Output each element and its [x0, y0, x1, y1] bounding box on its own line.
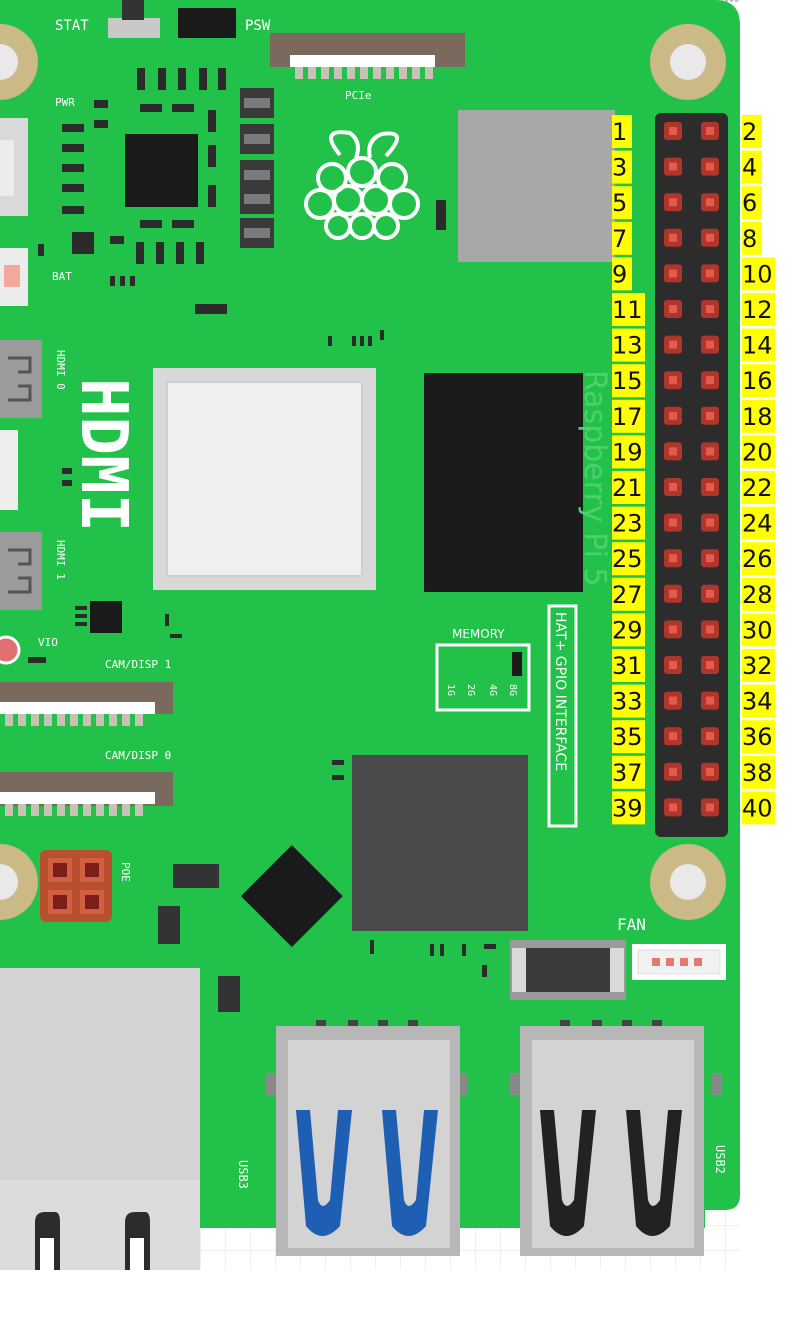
gpio-label-1: 1: [612, 118, 627, 146]
pcie-label: PCIe: [345, 89, 372, 102]
gpio-label-30: 30: [742, 616, 773, 644]
gpio-label-23: 23: [612, 510, 643, 538]
hdmi-0-label: HDMI 0: [54, 350, 67, 390]
gpio-label-2: 2: [742, 118, 757, 146]
usb2-label: USB2: [713, 1145, 727, 1174]
gpio-label-26: 26: [742, 545, 773, 573]
gpio-label-20: 20: [742, 438, 773, 466]
mem-option-8g: 8G: [507, 684, 518, 696]
raspberry-logo: [304, 130, 420, 240]
gpio-label-13: 13: [612, 332, 643, 360]
brand-silkscreen: Raspberry Pi 5: [577, 370, 612, 587]
gpio-label-5: 5: [612, 189, 627, 217]
gpio-label-10: 10: [742, 260, 773, 288]
gpio-label-8: 8: [742, 225, 757, 253]
gpio-label-21: 21: [612, 474, 643, 502]
hat-gpio-box: [547, 604, 578, 828]
stat-label: STAT: [55, 18, 89, 34]
gpio-label-34: 34: [742, 688, 773, 716]
gpio-label-28: 28: [742, 581, 773, 609]
gpio-label-25: 25: [612, 545, 643, 573]
gpio-label-6: 6: [742, 189, 757, 217]
memory-selector-box: [435, 643, 531, 712]
gpio-label-40: 40: [742, 794, 773, 822]
usb3-port: [266, 1020, 468, 1256]
gpio-label-12: 12: [742, 296, 773, 324]
hdmi-1-port: [0, 532, 42, 610]
gpio-label-33: 33: [612, 688, 643, 716]
fan-label: FAN: [617, 915, 646, 934]
gpio-label-27: 27: [612, 581, 643, 609]
mem-option-4g: 4G: [487, 684, 498, 696]
usb2-port: [510, 1020, 722, 1256]
inductor-array: [240, 88, 274, 248]
vio-label: VIO: [38, 636, 58, 649]
gpio-label-11: 11: [612, 296, 643, 324]
hdmi-silkscreen-title: HDMI: [66, 378, 140, 532]
gpio-label-32: 32: [742, 652, 773, 680]
ethernet-controller-chip: [240, 845, 343, 947]
cam1-label: CAM/DISP 1: [105, 658, 171, 671]
gpio-label-16: 16: [742, 367, 773, 395]
pmic-chip: [125, 134, 198, 207]
gpio-label-31: 31: [612, 652, 643, 680]
gpio-label-29: 29: [612, 616, 643, 644]
gpio-label-3: 3: [612, 154, 627, 182]
gpio-label-39: 39: [612, 794, 643, 822]
gpio-label-38: 38: [742, 759, 773, 787]
poe-header: [40, 850, 112, 922]
mem-option-2g: 2G: [465, 684, 476, 696]
ethernet-port: [0, 968, 200, 1270]
gpio-label-24: 24: [742, 510, 773, 538]
gpio-label-7: 7: [612, 225, 627, 253]
gpio-label-9: 9: [612, 260, 627, 288]
rp1-io-chip: [352, 755, 528, 931]
gpio-label-36: 36: [742, 723, 773, 751]
mounting-hole-bottom-left: [0, 844, 38, 920]
gpio-label-15: 15: [612, 367, 643, 395]
poe-label: POE: [119, 862, 132, 882]
gpio-pins: [664, 122, 719, 817]
usb3-label: USB3: [236, 1160, 250, 1189]
gpio-label-18: 18: [742, 403, 773, 431]
top-switch: [122, 0, 144, 20]
usb-controller-chip: [90, 601, 122, 633]
wireless-module-shield: [458, 110, 615, 262]
vio-led: [0, 635, 21, 665]
mounting-hole-top-right: [650, 24, 726, 100]
mounting-hole-top-left: [0, 24, 38, 100]
cam0-label: CAM/DISP 0: [105, 749, 171, 762]
mounting-hole-bottom-right: [650, 844, 726, 920]
mem-option-1g: 1G: [445, 684, 456, 696]
gpio-label-37: 37: [612, 759, 643, 787]
gpio-label-35: 35: [612, 723, 643, 751]
bat-label: BAT: [52, 270, 72, 283]
hdmi-1-label: HDMI 1: [54, 540, 67, 580]
power-inductor: [510, 940, 626, 1000]
hdmi-0-port: [0, 340, 42, 418]
gpio-label-4: 4: [742, 154, 757, 182]
memory-label: MEMORY: [452, 627, 505, 641]
audio-jack: [0, 430, 18, 510]
gpio-label-22: 22: [742, 474, 773, 502]
psw-label: PSW: [245, 18, 271, 34]
ram-chip: [424, 373, 583, 592]
gpio-label-14: 14: [742, 332, 773, 360]
gpio-label-17: 17: [612, 403, 643, 431]
stat-led: [108, 18, 160, 38]
ethernet-phy-chip: [173, 864, 219, 888]
hat-gpio-label: HAT+ GPIO INTERFACE: [552, 612, 568, 771]
gpio-label-19: 19: [612, 438, 643, 466]
power-button: [178, 8, 236, 38]
pwr-label: PWR: [55, 96, 75, 109]
